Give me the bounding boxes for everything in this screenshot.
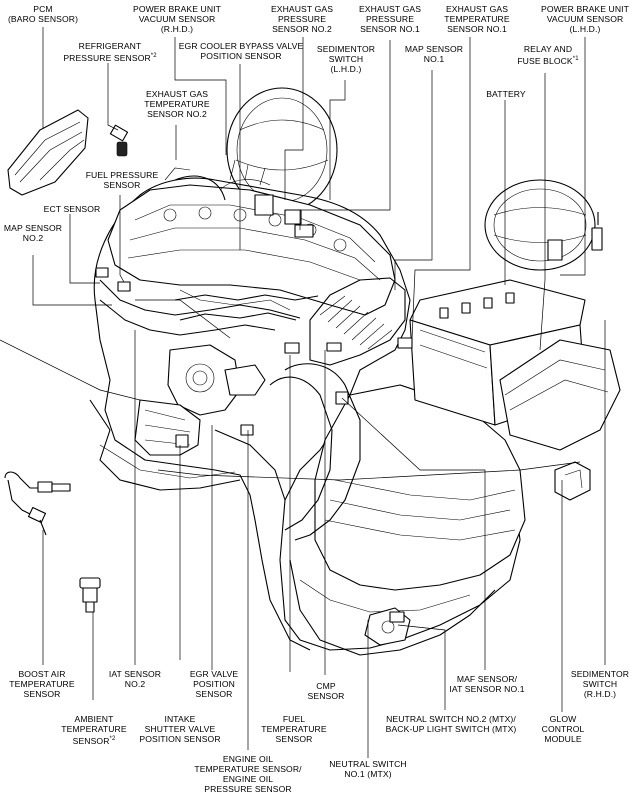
label-power-brake-lhd: POWER BRAKE UNIT VACUUM SENSOR (L.H.D.) — [540, 4, 630, 34]
label-fuel-temp-sensor: FUEL TEMPERATURE SENSOR — [261, 714, 327, 744]
label-sedimentor-rhd: SEDIMENTOR SWITCH (R.H.D.) — [570, 669, 630, 699]
label-neutral-switch-2: NEUTRAL SWITCH NO.2 (MTX)/ BACK-UP LIGHT… — [385, 714, 517, 734]
label-glow-control-module: GLOW CONTROL MODULE — [541, 714, 585, 744]
label-battery: BATTERY — [486, 89, 526, 99]
refrigerant-sensor-drawing — [109, 124, 129, 157]
label-egr-valve-position: EGR VALVE POSITION SENSOR — [189, 669, 239, 699]
label-cmp-sensor: CMP SENSOR — [307, 681, 345, 701]
label-exhaust-gas-temp-2: EXHAUST GAS TEMPERATURE SENSOR NO.2 — [144, 89, 210, 119]
label-exhaust-gas-pressure-1: EXHAUST GAS PRESSURE SENSOR NO.1 — [358, 4, 422, 34]
label-pcm: PCM (BARO SENSOR) — [7, 4, 79, 24]
label-egr-cooler-bypass: EGR COOLER BYPASS VALVE POSITION SENSOR — [178, 41, 304, 61]
label-iat-sensor-2: IAT SENSOR NO.2 — [108, 669, 162, 689]
label-relay-fuse-block: RELAY AND FUSE BLOCK*1 — [517, 44, 579, 66]
label-ect-sensor: ECT SENSOR — [43, 204, 101, 214]
leader-lines — [0, 27, 606, 758]
label-neutral-switch-1: NEUTRAL SWITCH NO.1 (MTX) — [329, 759, 407, 779]
label-boost-air-temp: BOOST AIR TEMPERATURE SENSOR — [9, 669, 75, 699]
ambient-temp-sensor-drawing — [79, 577, 101, 613]
label-refrigerant: REFRIGERANT PRESSURE SENSOR*2 — [63, 41, 157, 63]
label-sedimentor-lhd: SEDIMENTOR SWITCH (L.H.D.) — [316, 44, 376, 74]
label-maf-iat-1: MAF SENSOR/ IAT SENSOR NO.1 — [449, 674, 525, 694]
boost-air-temp-sensor-drawing — [4, 471, 71, 536]
label-map-sensor-1: MAP SENSOR NO.1 — [404, 44, 464, 64]
label-map-sensor-2: MAP SENSOR NO.2 — [3, 223, 63, 243]
pcm-module-drawing — [7, 109, 89, 196]
label-exhaust-gas-pressure-2: EXHAUST GAS PRESSURE SENSOR NO.2 — [270, 4, 334, 34]
label-fuel-pressure-sensor: FUEL PRESSURE SENSOR — [85, 170, 159, 190]
label-engine-oil-sensors: ENGINE OIL TEMPERATURE SENSOR/ ENGINE OI… — [194, 754, 302, 794]
label-power-brake-rhd: POWER BRAKE UNIT VACUUM SENSOR (R.H.D.) — [132, 4, 222, 34]
label-ambient-temp: AMBIENT TEMPERATURE SENSOR*2 — [61, 714, 127, 746]
label-exhaust-gas-temp-1: EXHAUST GAS TEMPERATURE SENSOR NO.1 — [444, 4, 510, 34]
label-intake-shutter: INTAKE SHUTTER VALVE POSITION SENSOR — [139, 714, 221, 744]
